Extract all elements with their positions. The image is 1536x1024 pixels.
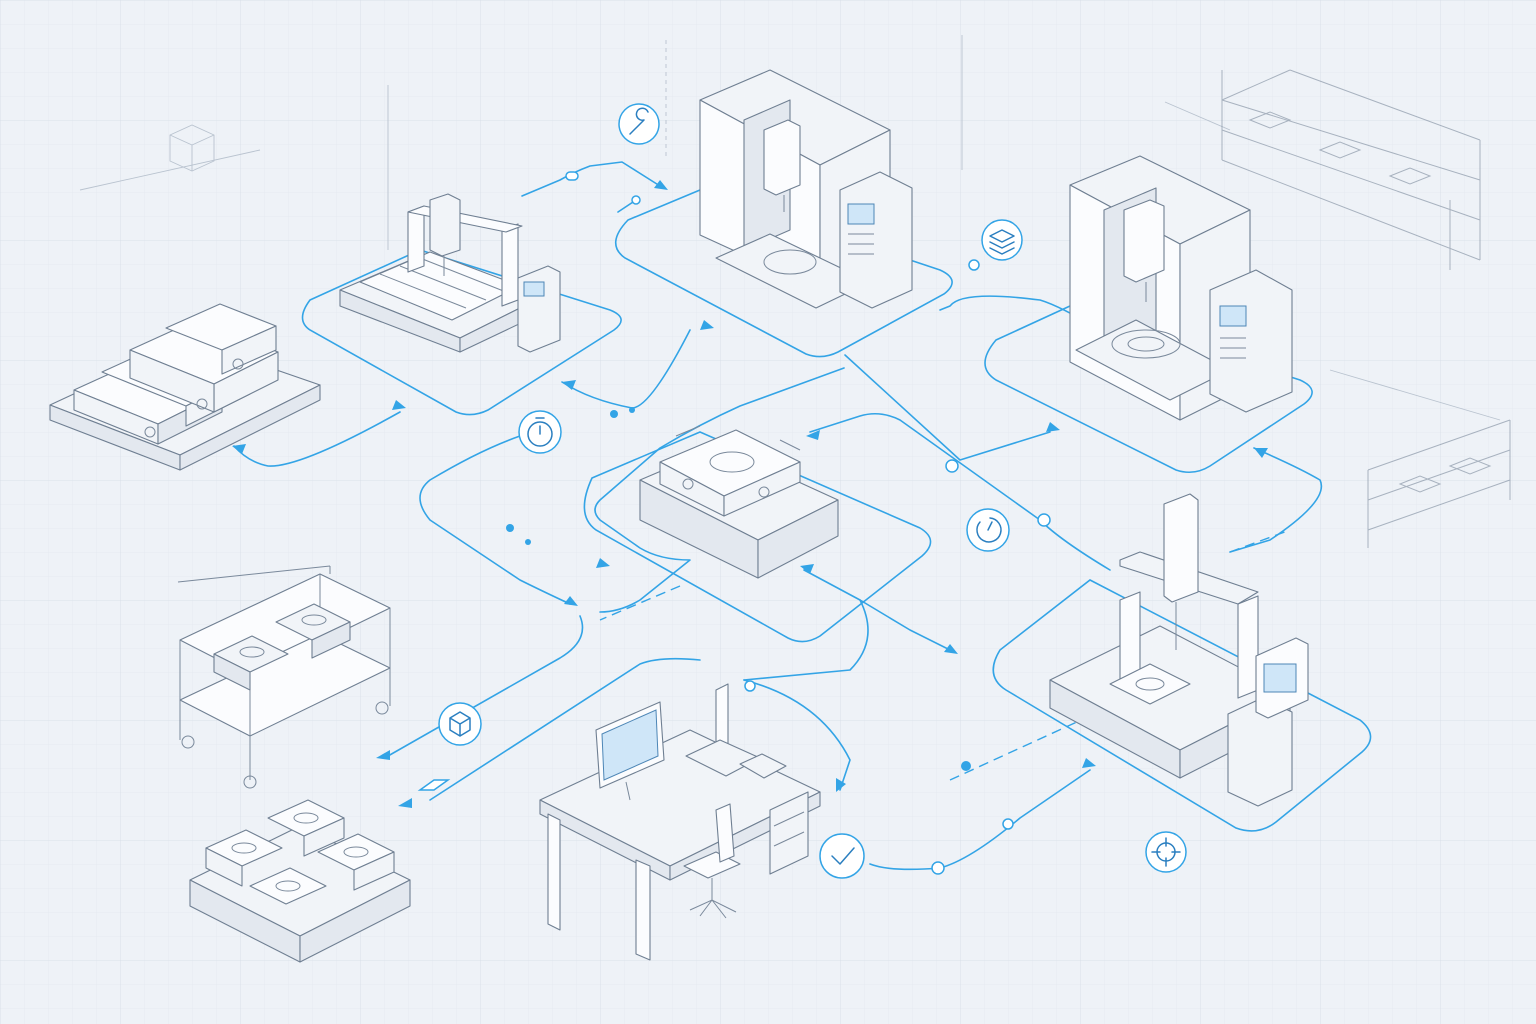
crosshair-target-icon — [1145, 831, 1187, 873]
fixture-pallet-with-workpiece — [639, 425, 839, 579]
parts-transport-cart — [177, 565, 391, 789]
cube-icon — [438, 702, 482, 746]
process-zones — [301, 189, 1372, 832]
zone-hmc — [984, 305, 1313, 474]
raw-stock-pallet — [49, 303, 321, 471]
construction-lines — [79, 35, 1501, 421]
gantry-milling-machine — [339, 193, 561, 353]
horizontal-machining-center — [1069, 155, 1293, 421]
engineering-workstation-desk — [539, 683, 821, 961]
flow-arrows — [232, 180, 1268, 808]
tool-storage-rack-top — [1221, 69, 1481, 270]
tool-storage-rack-bottom — [1367, 419, 1511, 548]
material-flow-lines — [233, 161, 1323, 871]
stopwatch-icon — [518, 410, 562, 454]
wrench-icon — [618, 103, 660, 145]
zone-fixture-station — [583, 431, 932, 643]
zone-gantry-mill — [301, 249, 622, 416]
coordinate-measuring-machine — [1049, 493, 1309, 807]
layers-icon — [981, 219, 1023, 261]
zone-vmc — [614, 189, 953, 358]
vertical-machining-center — [699, 69, 913, 309]
cycle-timer-icon — [966, 508, 1010, 552]
zone-cmm — [992, 579, 1372, 832]
flow-nodes — [417, 171, 1051, 875]
checkmark-icon — [819, 833, 865, 879]
finished-parts-pallet — [189, 799, 411, 963]
